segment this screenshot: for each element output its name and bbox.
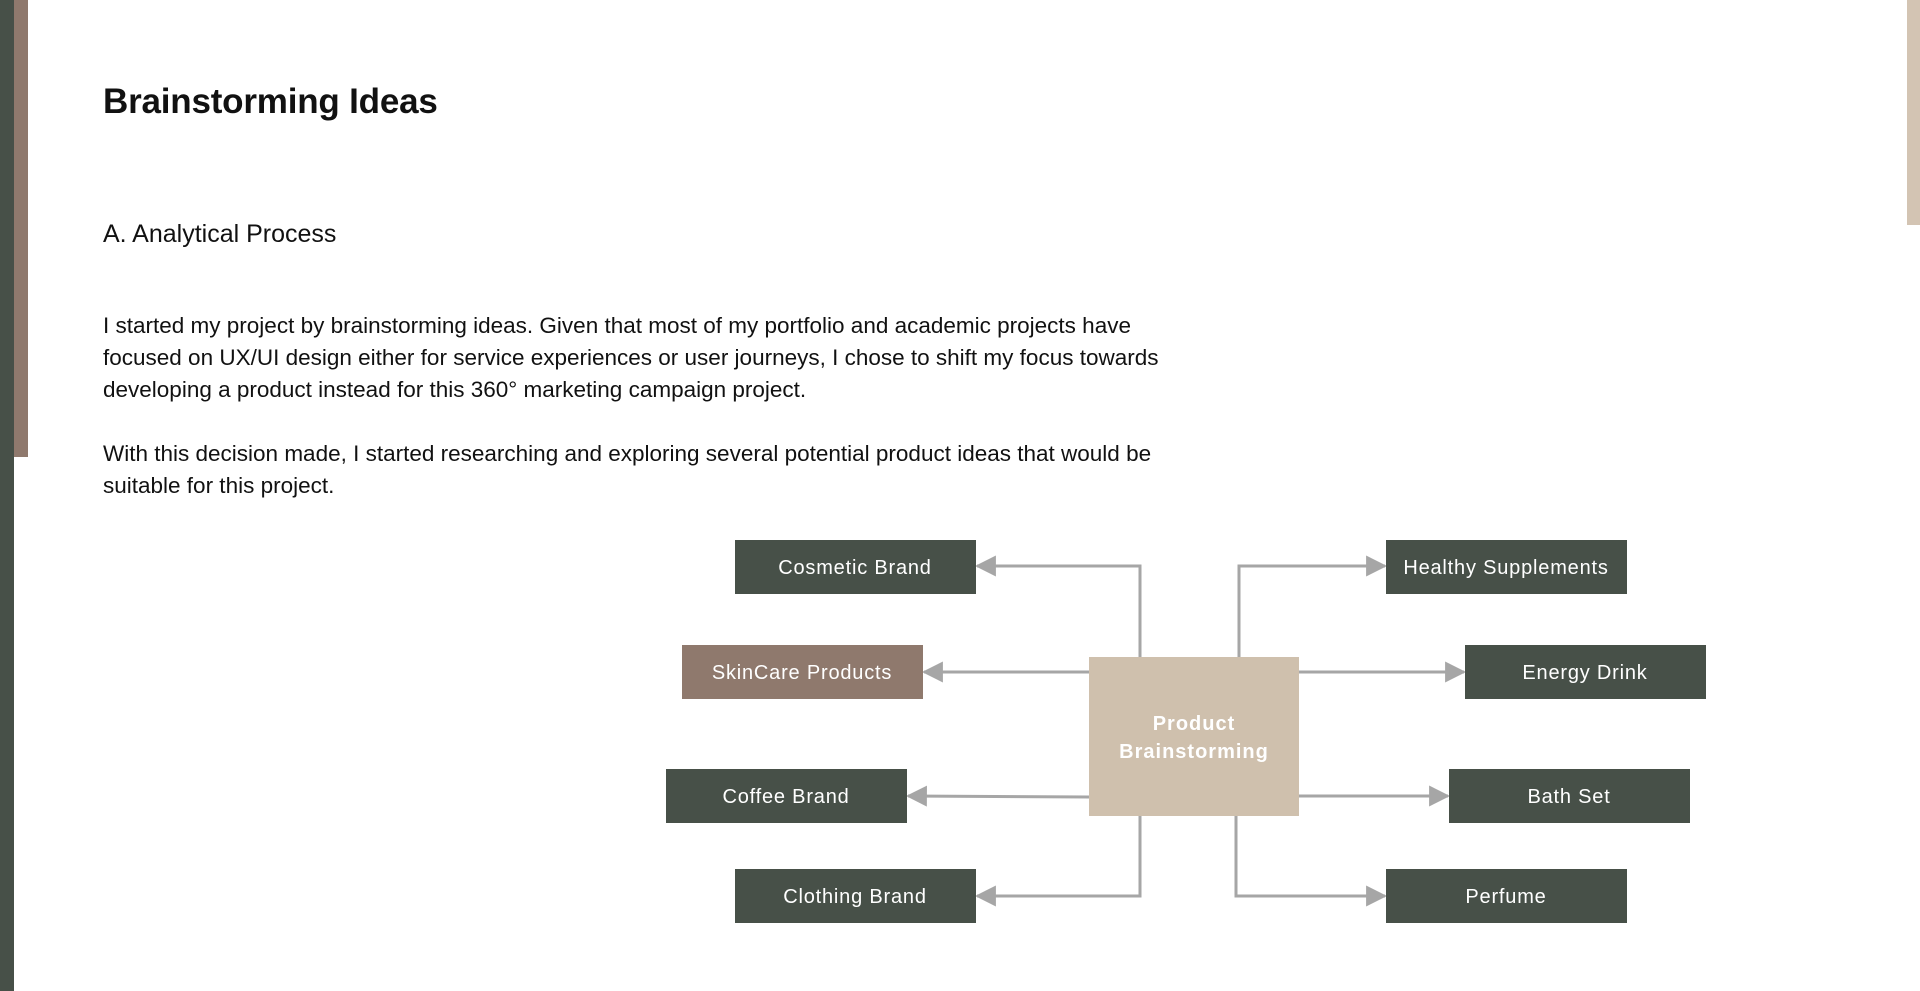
intro-paragraph: I started my project by brainstorming id…: [103, 313, 1159, 402]
left-edge-bar: [0, 0, 14, 991]
center-label-line2: Brainstorming: [1119, 741, 1269, 763]
left-edge-accent: [14, 0, 28, 457]
node-label: Energy Drink: [1522, 662, 1647, 684]
node-energy-drink: Energy Drink: [1465, 645, 1706, 699]
connector-perfume: [1234, 816, 1388, 907]
node-label: Bath Set: [1527, 786, 1610, 808]
node-label: Clothing Brand: [783, 886, 927, 908]
center-node: Product Brainstorming: [1089, 657, 1299, 816]
node-skincare-products: SkinCare Products: [682, 645, 923, 699]
node-label: SkinCare Products: [712, 662, 892, 684]
connector-healthy-supplements: [1237, 555, 1388, 657]
center-label-line1: Product: [1153, 713, 1236, 735]
node-perfume: Perfume: [1386, 869, 1627, 923]
scrollbar-thumb[interactable]: [1907, 0, 1920, 225]
connector-coffee-brand: [905, 785, 1090, 807]
node-label: Healthy Supplements: [1403, 557, 1608, 579]
connector-clothing-brand: [974, 816, 1142, 907]
decision-paragraph: With this decision made, I started resea…: [103, 441, 1152, 498]
node-coffee-brand: Coffee Brand: [666, 769, 907, 823]
node-label: Coffee Brand: [722, 786, 849, 808]
node-label: Cosmetic Brand: [778, 557, 931, 579]
node-label: Perfume: [1465, 886, 1546, 908]
page-title: Brainstorming Ideas: [103, 82, 438, 121]
section-heading: A. Analytical Process: [103, 220, 337, 248]
connector-cosmetic-brand: [974, 555, 1142, 657]
node-cosmetic-brand: Cosmetic Brand: [735, 540, 976, 594]
node-bath-set: Bath Set: [1449, 769, 1690, 823]
node-healthy-supplements: Healthy Supplements: [1386, 540, 1627, 594]
node-clothing-brand: Clothing Brand: [735, 869, 976, 923]
